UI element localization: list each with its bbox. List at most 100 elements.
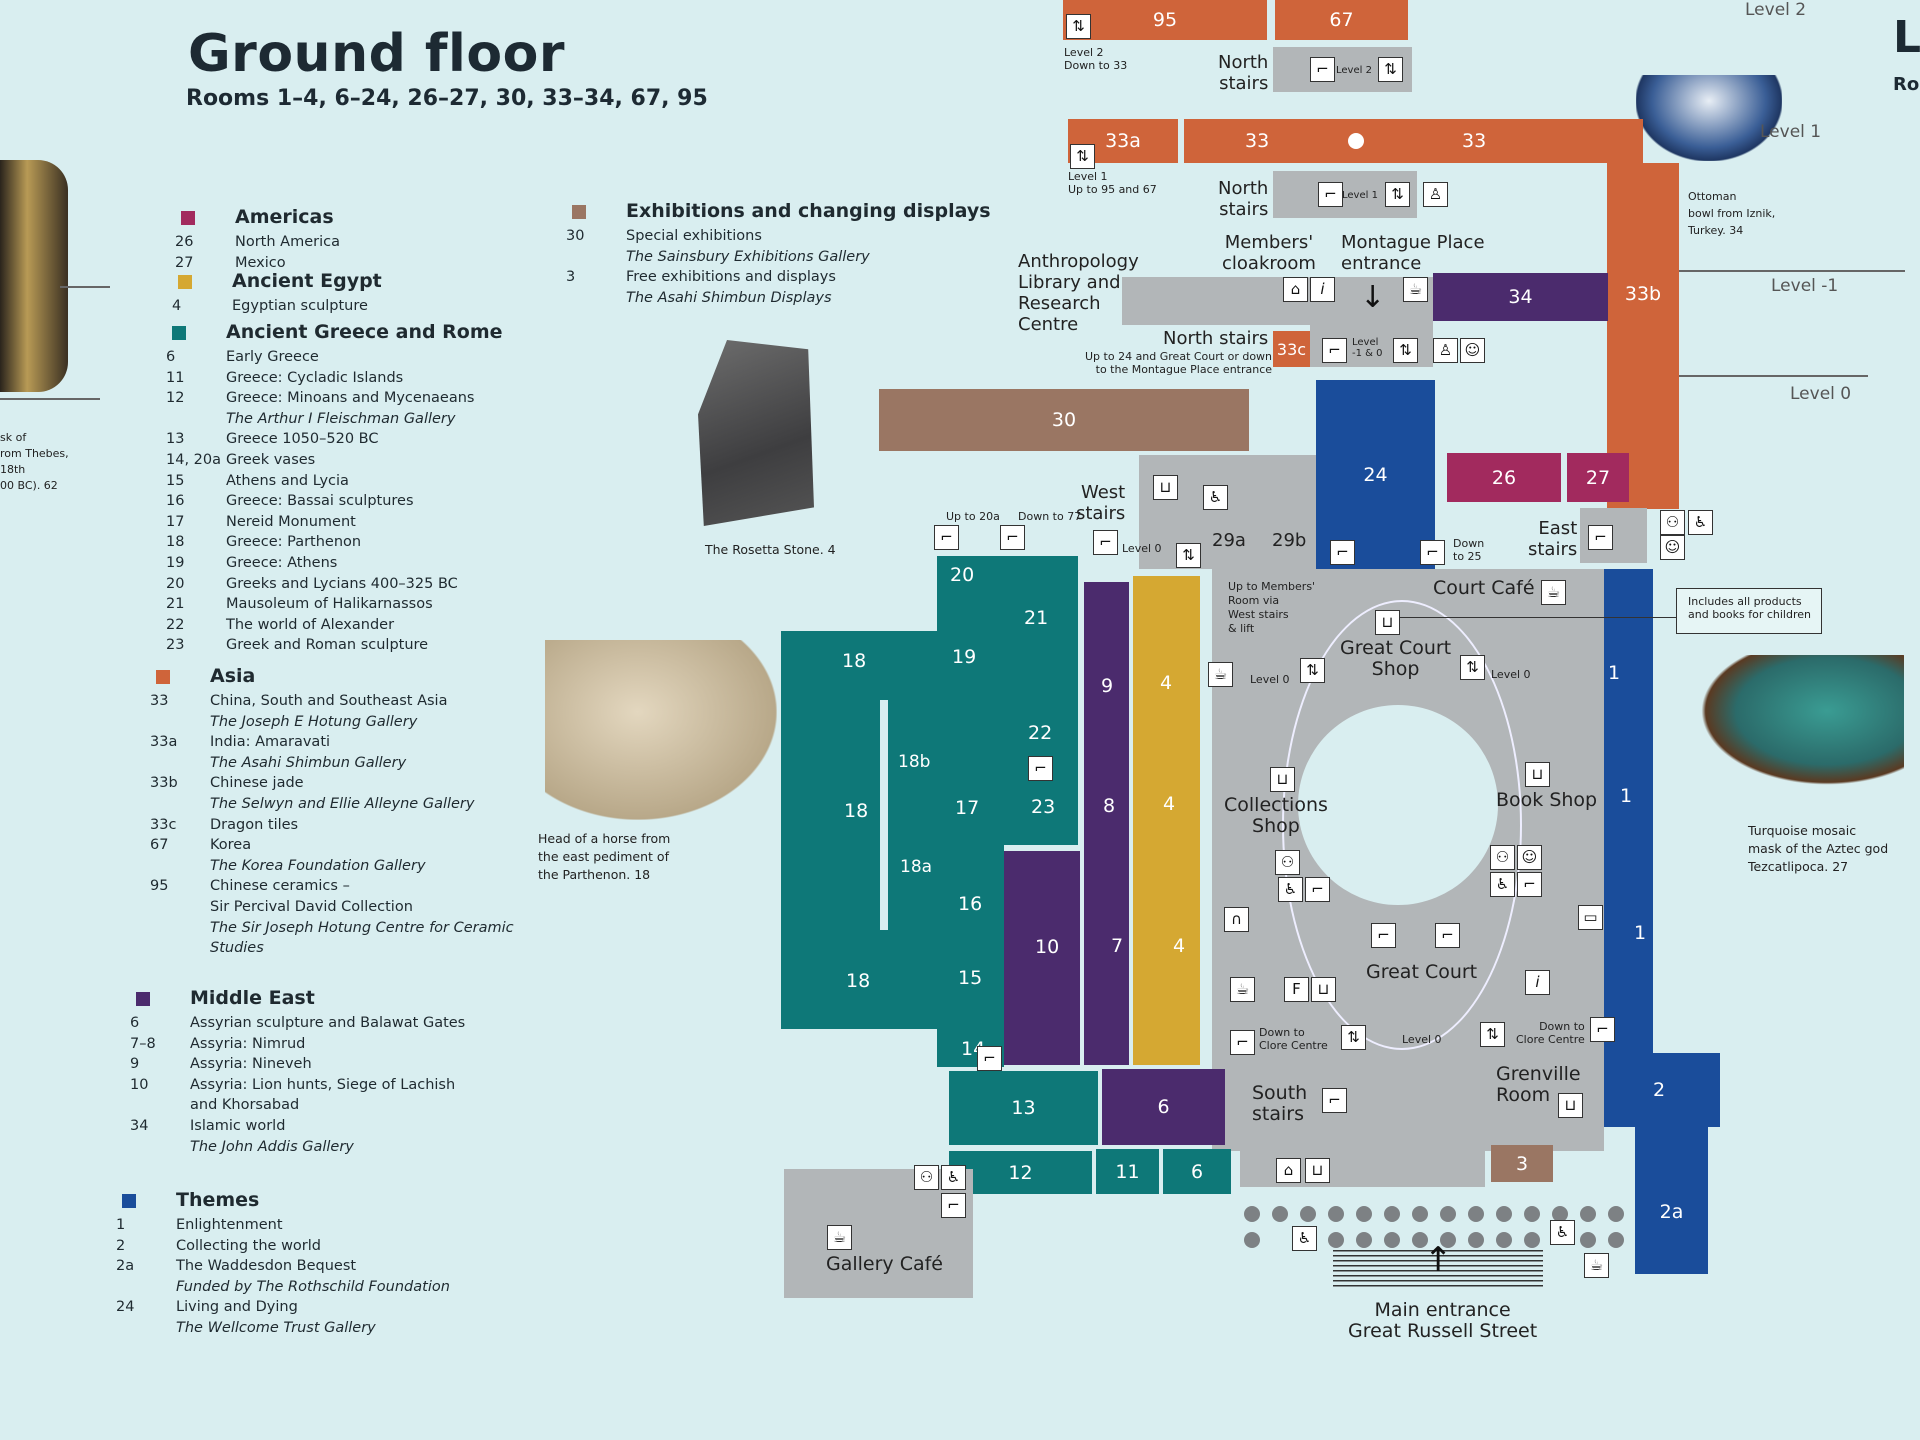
column-dot — [1496, 1232, 1512, 1248]
room-18-label: 18 — [842, 650, 867, 672]
wheelchair-icon: ♿ — [941, 1165, 966, 1190]
gallery-name: Greek and Roman sculpture — [226, 637, 429, 654]
cloakroom-icon: ⌂ — [1276, 1158, 1301, 1183]
room-10-label: 10 — [1035, 936, 1060, 958]
iznik-bowl-image — [1636, 75, 1782, 161]
room-number: 33c — [150, 816, 177, 833]
room-number: 20 — [166, 575, 185, 592]
column-dot — [1244, 1232, 1260, 1248]
food-icon: F — [1284, 977, 1309, 1002]
room-67: 67 — [1275, 0, 1408, 40]
stairs-icon: ⌐ — [1588, 525, 1613, 550]
shop-icon: ⊔ — [1558, 1093, 1583, 1118]
room-29a: 29a — [1212, 530, 1246, 551]
wheelchair-icon: ♿ — [1688, 510, 1713, 535]
cafe-icon: ☕ — [1230, 977, 1255, 1002]
shop-icon: ⊔ — [1525, 762, 1550, 787]
room-number: 33b — [150, 775, 178, 792]
down-clore-right: Down to Clore Centre — [1516, 1020, 1585, 1046]
room-number: 27 — [175, 254, 194, 271]
east-stairs-label: East stairs — [1528, 518, 1578, 560]
room-number: 21 — [166, 596, 185, 613]
gallery-name: North America — [235, 234, 340, 250]
room-2a: 2a — [1635, 1127, 1708, 1274]
stairs-icon: ⌐ — [1310, 57, 1335, 82]
mask-caption: Turquoise mosaic mask of the Aztec god T… — [1748, 823, 1889, 874]
gallery-name: Assyrian sculpture and Balawat Gates — [190, 1015, 466, 1031]
room-number: 6 — [166, 349, 176, 365]
gallery-sponsor: The Sainsbury Exhibitions Gallery — [626, 248, 870, 265]
room-number: 15 — [166, 472, 185, 489]
room-20-label: 20 — [950, 564, 975, 586]
shop-icon: ⊔ — [1375, 610, 1400, 635]
north-stairs-label: North stairs — [1218, 52, 1269, 94]
gallery-name: Early Greece — [226, 349, 319, 365]
room-number: 14, 20a — [166, 451, 222, 468]
rosetta-caption: The Rosetta Stone. 4 — [705, 542, 836, 557]
legend-section-title: Ancient Egypt — [232, 270, 382, 292]
lift-icon: ⇅ — [1070, 144, 1095, 169]
room-17-label: 17 — [955, 797, 980, 819]
gallery-name: Chinese jade — [210, 775, 304, 792]
legend-section-title: Ancient Greece and Rome — [226, 321, 503, 343]
entrance-steps — [1333, 1250, 1543, 1290]
gallery-name: Enlightenment — [176, 1217, 283, 1233]
gallery-name: Islamic world — [190, 1117, 286, 1134]
room-33c: 33c — [1273, 331, 1310, 367]
legend-swatch — [572, 205, 586, 219]
legend-section-title: Exhibitions and changing displays — [626, 200, 991, 222]
room-18a-label: 18a — [900, 857, 933, 877]
room-number: 13 — [166, 431, 185, 448]
gallery-sponsor: The Sir Joseph Hotung Centre for Ceramic… — [210, 919, 514, 957]
cloakroom-icon: ⌂ — [1283, 277, 1308, 302]
up-to-20a-label: Up to 20a — [946, 510, 1000, 523]
legend-section-title: Americas — [235, 206, 334, 228]
collections-shop-label: Collections Shop — [1224, 794, 1328, 837]
down-to-25-label: Down to 25 — [1453, 537, 1485, 563]
room-34: 34 — [1433, 273, 1608, 321]
room-4-label: 4 — [1163, 793, 1176, 815]
cafe-icon: ☕ — [1403, 277, 1428, 302]
gallery-sponsor: The Asahi Shimbun Gallery — [210, 754, 407, 771]
legend-item: 1 Enlightenment — [116, 1215, 536, 1236]
level2-note: Level 2 Down to 33 — [1064, 46, 1128, 72]
stairs-icon: ⌐ — [1371, 923, 1396, 948]
column-dot — [1580, 1206, 1596, 1222]
shop-icon: ⊔ — [1311, 977, 1336, 1002]
great-court-shop-label: Great Court Shop — [1340, 637, 1452, 680]
room-22-label: 22 — [1028, 722, 1053, 744]
room-1-label: 1 — [1634, 922, 1647, 944]
gallery-name: Collecting the world — [176, 1237, 321, 1254]
legend-section-title: Middle East — [190, 987, 315, 1009]
wheelchair-icon: ♿ — [1292, 1226, 1317, 1251]
gallery-name: Assyria: Nimrud — [190, 1035, 306, 1052]
wheelchair-icon: ♿ — [1278, 877, 1303, 902]
room-number: 33a — [150, 734, 178, 751]
children-products-callout — [1676, 588, 1822, 634]
turquoise-mask-image — [1684, 655, 1904, 795]
stairs-icon: ⌐ — [1330, 540, 1355, 565]
column-dot — [1412, 1206, 1428, 1222]
north-stairs-label: North stairs — [1218, 178, 1269, 220]
montague-entrance-label: Montague Place entrance — [1341, 232, 1485, 274]
column-dot — [1580, 1232, 1596, 1248]
bowl-caption: Ottoman bowl from Iznik, Turkey. 34 — [1688, 190, 1776, 237]
room-29b: 29b — [1272, 530, 1307, 551]
room-number: 1 — [116, 1217, 126, 1233]
divider — [1665, 270, 1905, 272]
